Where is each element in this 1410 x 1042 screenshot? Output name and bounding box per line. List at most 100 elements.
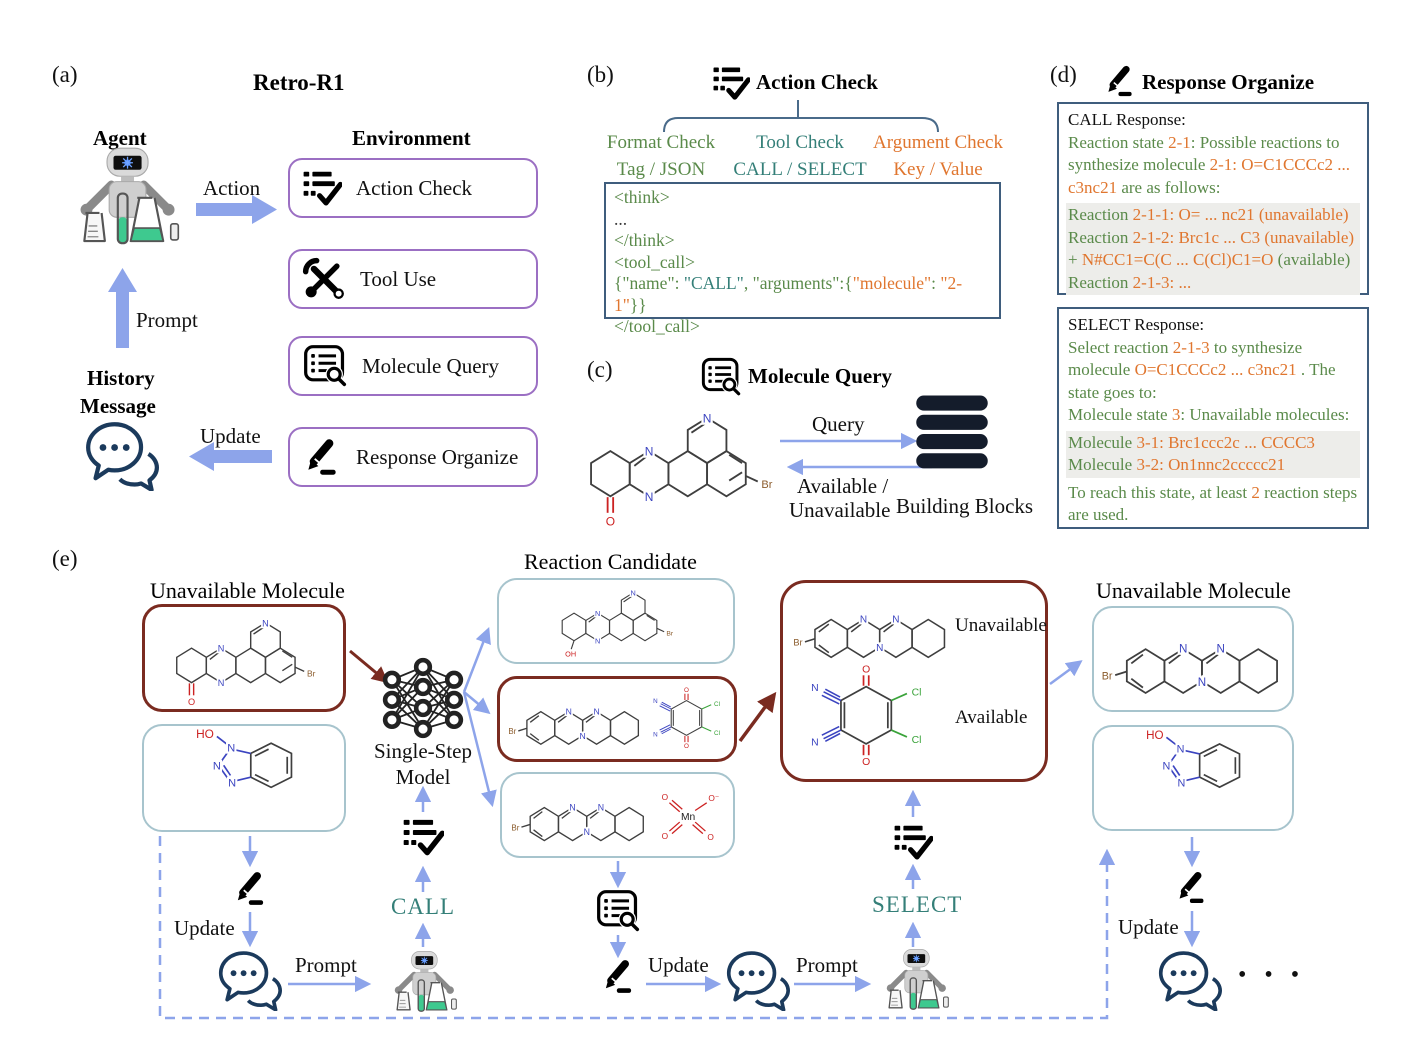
target-molecule xyxy=(150,608,338,708)
available-label-2: Unavailable xyxy=(789,498,891,522)
chat-bubbles-icon xyxy=(218,950,282,1011)
select-action-label: SELECT xyxy=(872,892,963,917)
select-response-paragraph: Select reaction 2-1-3 to synthesize mole… xyxy=(1068,337,1336,402)
model-line-1: Single-Step xyxy=(374,739,472,763)
chat-bubbles-icon xyxy=(1158,950,1222,1011)
list-search-icon xyxy=(595,888,641,934)
candidate-box-1 xyxy=(497,578,735,664)
panel-c-tag: (c) xyxy=(587,357,613,382)
single-step-model-label: Single-Step Model xyxy=(373,738,473,790)
candidate-molecule-oh xyxy=(516,581,716,661)
building-blocks-label: Building Blocks xyxy=(896,494,1034,518)
prompt-arrow xyxy=(108,268,137,348)
env-box-label: Tool Use xyxy=(360,266,437,291)
pencil-icon xyxy=(1103,64,1137,98)
product-molecule xyxy=(507,684,645,754)
check-name: Format Check xyxy=(606,132,716,153)
left-unavailable-title: Unavailable Molecule xyxy=(150,578,345,603)
ddq-molecule xyxy=(647,681,727,757)
molecule-line: Molecule 3-1: Brc1ccc2c ... CCCC3 xyxy=(1068,432,1315,452)
prompt-label-a: Prompt xyxy=(136,308,198,332)
hobt-molecule-box xyxy=(142,724,346,832)
pencil-icon xyxy=(600,958,637,995)
reaction-line: Reaction 2-1-2: Brc1c ... C3 (unavailabl… xyxy=(1068,227,1355,247)
agent-label: Agent xyxy=(93,126,147,150)
argument-check-column: Argument Check Key / Value xyxy=(868,129,1008,183)
pencil-icon xyxy=(1174,870,1209,905)
reaction-line: + N#CC1=C(C ... C(Cl)C1=O (available) xyxy=(1068,250,1351,269)
update-label-mid: Update xyxy=(648,953,709,977)
panel-b-title: Action Check xyxy=(756,70,878,94)
call-response-box: CALL Response: Reaction state 2-1: Possi… xyxy=(1057,102,1369,295)
robot-icon xyxy=(880,948,952,1016)
hobt-molecule xyxy=(155,728,333,828)
list-search-icon xyxy=(700,356,742,398)
update-label-left: Update xyxy=(174,916,235,940)
panel-a-tag: (a) xyxy=(52,62,78,87)
prompt-label-mid: Prompt xyxy=(796,953,858,977)
history-label-1: History xyxy=(87,366,155,390)
format-check-column: Format Check Tag / JSON xyxy=(596,129,726,183)
steps-line: To reach this state, at least 2 reaction… xyxy=(1068,482,1358,525)
check-name: Tool Check xyxy=(756,132,844,153)
molecule-line: Molecule 3-2: On1nnc2ccccc21 xyxy=(1068,455,1286,474)
history-loop-dashed xyxy=(158,836,1116,1020)
pencil-icon xyxy=(232,870,269,907)
code-line: <tool_call> xyxy=(614,251,695,272)
env-box-action-check: Action Check xyxy=(288,158,538,218)
env-box-molecule-query: Molecule Query xyxy=(288,336,538,396)
target-molecule xyxy=(580,396,778,532)
product-molecule xyxy=(510,780,650,850)
robot-icon xyxy=(388,950,460,1018)
list-search-icon xyxy=(302,343,348,389)
panel-d-tag: (d) xyxy=(1050,62,1077,87)
checklist-icon xyxy=(302,170,342,207)
call-response-header: CALL Response: xyxy=(1068,110,1186,129)
call-response-paragraph: Reaction state 2-1: Possible reactions t… xyxy=(1068,132,1351,197)
check-sub: Key / Value xyxy=(893,159,983,180)
env-box-tool-use: Tool Use xyxy=(288,249,538,309)
env-box-label: Molecule Query xyxy=(362,353,500,378)
call-action-label: CALL xyxy=(391,894,456,919)
select-response-box: SELECT Response: Select reaction 2-1-3 t… xyxy=(1057,307,1369,529)
check-sub: Tag / JSON xyxy=(616,159,706,180)
update-label-a: Update xyxy=(200,424,261,448)
permanganate-molecule xyxy=(654,780,726,850)
prompt-label-left: Prompt xyxy=(295,953,357,977)
env-box-label: Action Check xyxy=(356,175,473,200)
code-line: {"name": "CALL", "arguments":{"molecule"… xyxy=(614,273,963,315)
check-sub: CALL / SELECT xyxy=(733,159,867,180)
continuation-ellipsis: • • • xyxy=(1238,962,1306,988)
env-box-label: Response Organize xyxy=(356,444,519,469)
candidate-box-3 xyxy=(500,772,735,858)
env-box-response-organize: Response Organize xyxy=(288,427,538,487)
selected-reaction-box: Unavailable Available xyxy=(780,580,1048,782)
tool-call-code-box: <think> ... </think> <tool_call> {"name"… xyxy=(604,182,1001,336)
action-arrow xyxy=(196,195,277,224)
model-line-2: Model xyxy=(395,765,451,789)
hobt-molecule-box xyxy=(1092,725,1294,831)
available-tag: Available xyxy=(955,707,1028,728)
product-molecule xyxy=(791,591,953,665)
panel-a-title: Retro-R1 xyxy=(253,70,345,95)
robot-icon xyxy=(70,146,184,254)
environment-label: Environment xyxy=(352,126,471,150)
tools-icon xyxy=(302,257,346,301)
molecule-list-block: Molecule 3-1: Brc1ccc2c ... CCCC3 Molecu… xyxy=(1066,430,1360,478)
code-line: </think> xyxy=(614,230,675,250)
pencil-icon xyxy=(302,437,342,477)
reaction-line: Reaction 2-1-3: ... xyxy=(1068,272,1192,292)
reaction-candidate-title: Reaction Candidate xyxy=(524,549,697,574)
panel-b-tag: (b) xyxy=(587,62,614,87)
checklist-icon xyxy=(712,66,750,101)
chat-bubbles-icon xyxy=(726,950,790,1011)
panel-c-title: Molecule Query xyxy=(748,364,893,388)
checklist-icon xyxy=(893,824,933,861)
candidate-box-2 xyxy=(497,676,737,762)
ddq-molecule xyxy=(801,659,933,775)
product-molecule-box xyxy=(1092,606,1294,712)
unavailable-tag: Unavailable xyxy=(955,615,1047,636)
brace xyxy=(663,100,939,133)
code-line: <think> xyxy=(614,187,670,207)
